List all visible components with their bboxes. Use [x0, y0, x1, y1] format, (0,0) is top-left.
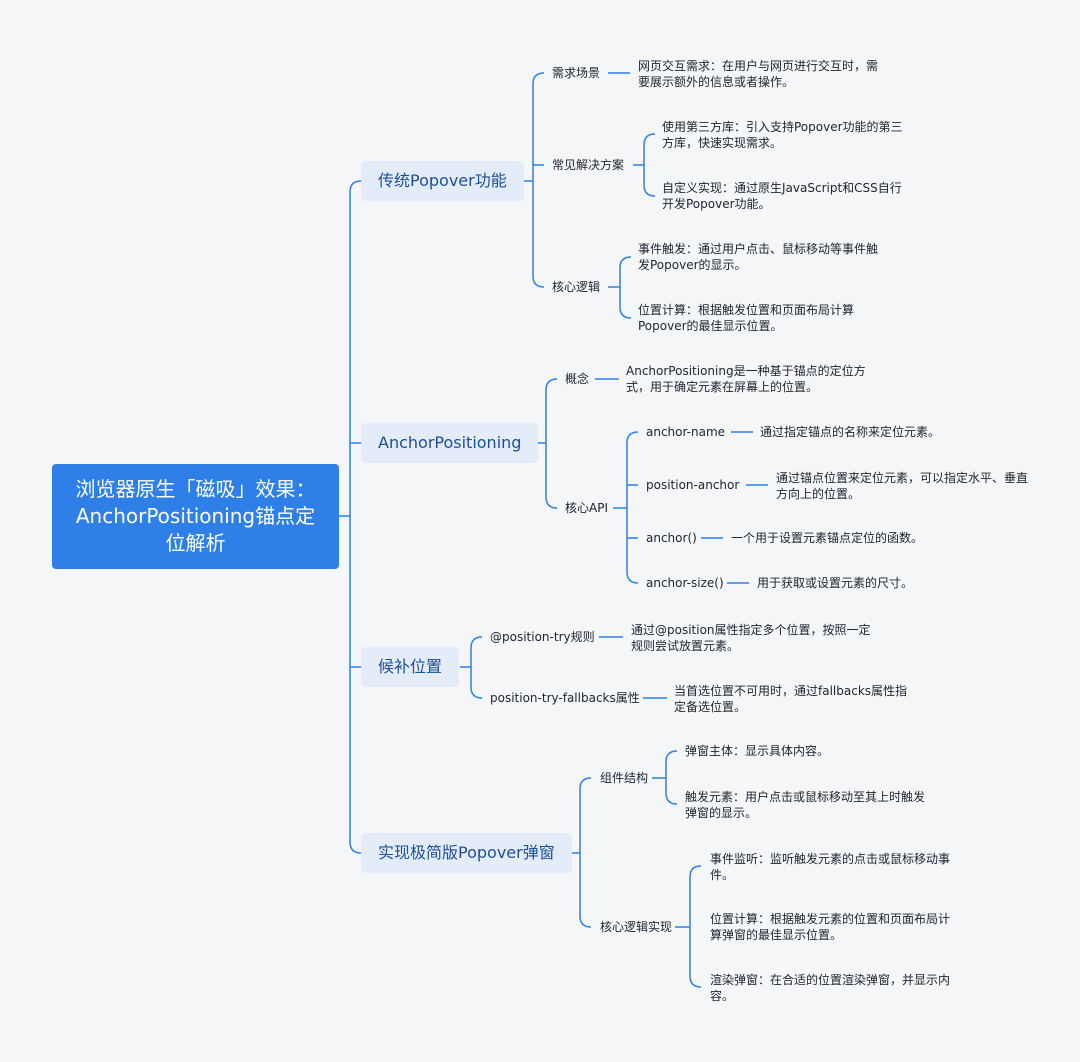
- api-anchor-size[interactable]: anchor-size(): [646, 576, 724, 590]
- leaf-anchor-function[interactable]: 一个用于设置元素锚点定位的函数。: [731, 531, 924, 545]
- topic-common-solutions[interactable]: 常见解决方案: [552, 158, 625, 172]
- topic-core-logic-implementation[interactable]: 核心逻辑实现: [600, 920, 673, 934]
- leaf-position-try-fallbacks[interactable]: 当首选位置不可用时，通过fallbacks属性指定备选位置。: [674, 684, 908, 714]
- leaf-position-try-rule[interactable]: 通过@position属性指定多个位置，按照一定规则尝试放置元素。: [631, 623, 871, 653]
- leaf-position-calculation[interactable]: 位置计算：根据触发位置和页面布局计算Popover的最佳显示位置。: [638, 303, 855, 333]
- topic-core-api[interactable]: 核心API: [565, 501, 608, 515]
- leaf-render-popover[interactable]: 渲染弹窗：在合适的位置渲染弹窗，并显示内容。: [710, 973, 951, 1003]
- branch-fallback-position[interactable]: 候补位置: [361, 647, 460, 687]
- topic-position-try-rule[interactable]: @position-try规则: [490, 630, 595, 644]
- leaf-concept-definition[interactable]: AnchorPositioning是一种基于锚点的定位方式，用于确定元素在屏幕上…: [626, 364, 866, 394]
- topic-position-try-fallbacks[interactable]: position-try-fallbacks属性: [490, 691, 640, 705]
- leaf-custom-implementation[interactable]: 自定义实现：通过原生JavaScript和CSS自行开发Popover功能。: [662, 181, 902, 211]
- leaf-web-interaction[interactable]: 网页交互需求：在用户与网页进行交互时，需要展示额外的信息或者操作。: [638, 59, 879, 89]
- topic-concept[interactable]: 概念: [565, 372, 590, 386]
- leaf-anchor-size[interactable]: 用于获取或设置元素的尺寸。: [757, 576, 914, 590]
- leaf-anchor-name[interactable]: 通过指定锚点的名称来定位元素。: [760, 425, 941, 439]
- root-topic[interactable]: 浏览器原生「磁吸」效果：AnchorPositioning锚点定位解析: [52, 464, 339, 569]
- topic-component-structure[interactable]: 组件结构: [600, 771, 649, 785]
- leaf-event-trigger[interactable]: 事件触发：通过用户点击、鼠标移动等事件触发Popover的显示。: [638, 242, 879, 272]
- branch-anchor-positioning[interactable]: AnchorPositioning: [361, 423, 539, 463]
- root-topic-label: 浏览器原生「磁吸」效果：AnchorPositioning锚点定位解析: [75, 477, 316, 555]
- leaf-event-listener[interactable]: 事件监听：监听触发元素的点击或鼠标移动事件。: [710, 852, 951, 882]
- api-anchor-function[interactable]: anchor(): [646, 531, 697, 545]
- leaf-trigger-element[interactable]: 触发元素：用户点击或鼠标移动至其上时触发弹窗的显示。: [685, 790, 926, 820]
- leaf-third-party-library[interactable]: 使用第三方库：引入支持Popover功能的第三方库，快速实现需求。: [662, 120, 903, 150]
- branch-traditional-popover[interactable]: 传统Popover功能: [361, 161, 524, 201]
- leaf-position-anchor[interactable]: 通过锚点位置来定位元素，可以指定水平、垂直方向上的位置。: [776, 471, 1029, 501]
- api-anchor-name[interactable]: anchor-name: [646, 425, 726, 439]
- topic-core-logic[interactable]: 核心逻辑: [552, 280, 601, 294]
- topic-requirement-scenario[interactable]: 需求场景: [552, 66, 601, 80]
- api-position-anchor[interactable]: position-anchor: [646, 478, 740, 492]
- branch-minimal-popover[interactable]: 实现极简版Popover弹窗: [361, 833, 572, 873]
- leaf-popover-position-calc[interactable]: 位置计算：根据触发元素的位置和页面布局计算弹窗的最佳显示位置。: [710, 912, 951, 942]
- leaf-popover-body[interactable]: 弹窗主体：显示具体内容。: [685, 744, 830, 758]
